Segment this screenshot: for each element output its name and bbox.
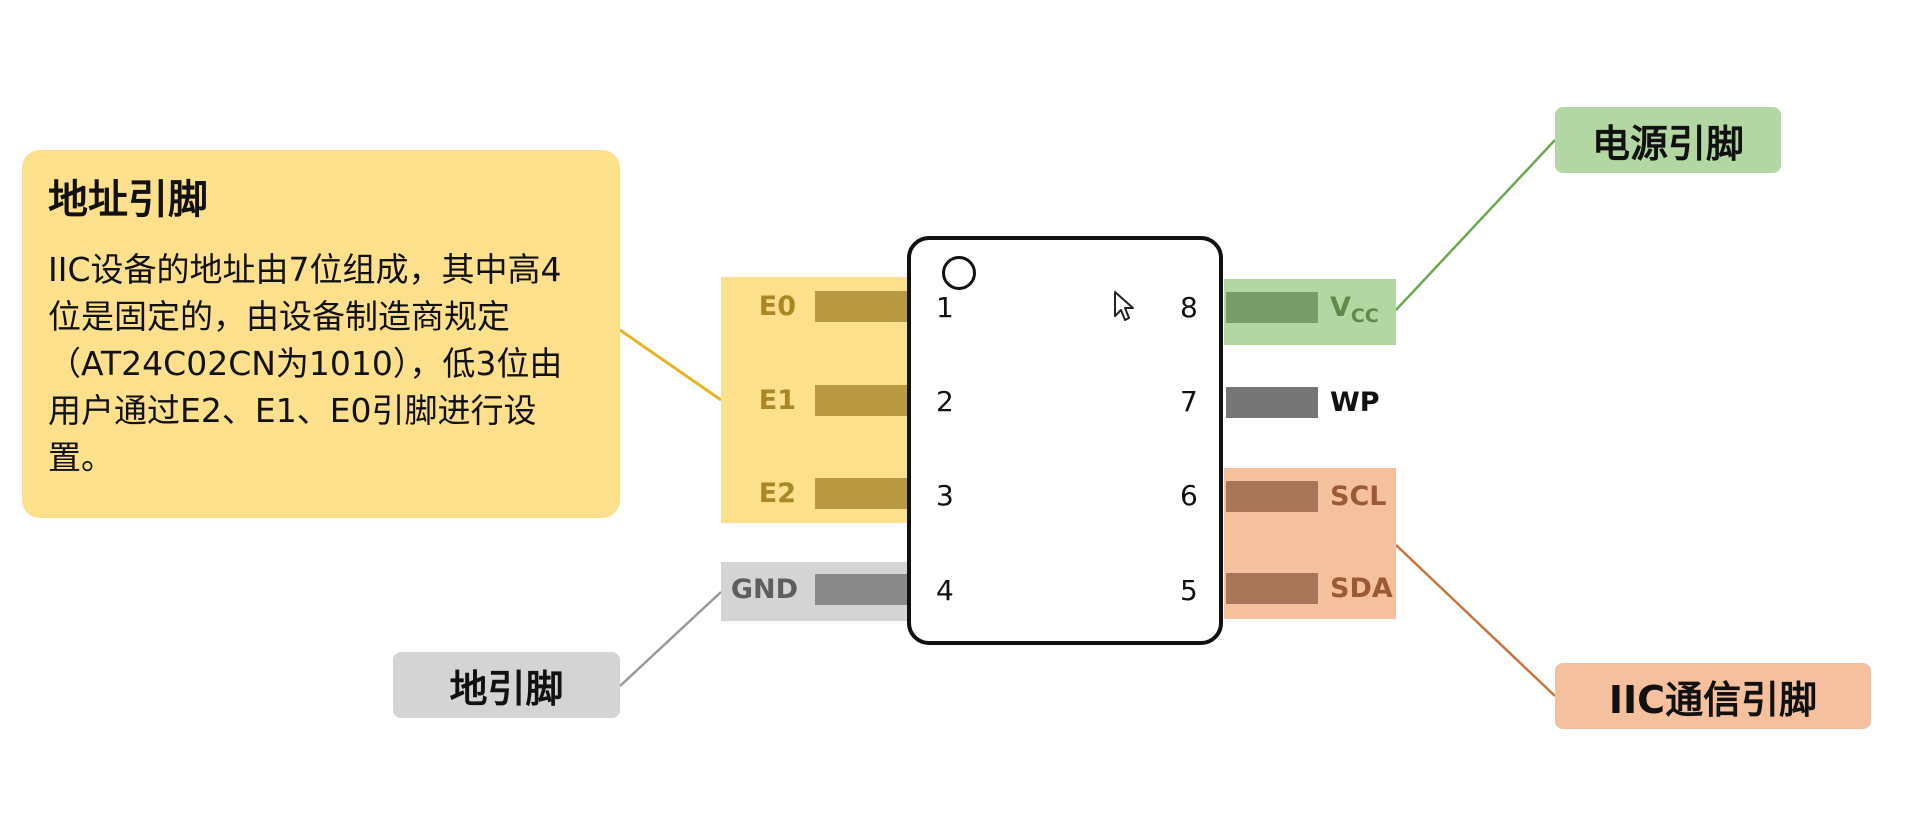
pin-label-e1: E1 [758,385,796,416]
pin1-notch-icon [942,256,976,290]
pin-gnd-lead [815,574,910,605]
address-callout-body: IIC设备的地址由7位组成，其中高4位是固定的，由设备制造商规定（AT24C02… [48,250,563,477]
pin-label-e0: E0 [758,291,796,322]
power-pin-tag: 电源引脚 [1555,107,1781,173]
pin-scl-lead [1226,481,1318,512]
pin-sda-lead [1226,573,1318,604]
power-connector [1395,139,1556,311]
pin-label-wp: WP [1330,387,1380,418]
pin-number-1: 1 [936,291,954,324]
address-callout: 地址引脚 IIC设备的地址由7位组成，其中高4位是固定的，由设备制造商规定（AT… [22,150,620,518]
pin-number-8: 8 [1180,291,1198,324]
pin-label-sda: SDA [1330,573,1393,604]
address-callout-title: 地址引脚 [48,177,208,223]
iic-connector [1395,544,1556,697]
pin-number-5: 5 [1180,574,1198,607]
pin-e2-lead [815,478,910,509]
pin-label-vcc: VCC [1330,292,1379,327]
pin-e1-lead [815,385,910,416]
pin-wp-lead [1226,387,1318,418]
pin-e0-lead [815,291,910,322]
iic-pin-tag: IIC通信引脚 [1555,663,1871,729]
pin-number-3: 3 [936,479,954,512]
pin-label-gnd: GND [730,574,798,605]
pin-number-4: 4 [936,574,954,607]
pin-number-6: 6 [1180,479,1198,512]
chip-body [907,236,1223,645]
pin-label-scl: SCL [1330,481,1387,512]
address-connector [619,328,722,402]
pin-vcc-lead [1226,292,1318,323]
ground-pin-tag: 地引脚 [393,652,620,718]
pin-label-e2: E2 [758,478,796,509]
ground-connector [619,591,722,687]
pin-number-2: 2 [936,385,954,418]
mouse-cursor-icon [1114,291,1134,321]
pin-number-7: 7 [1180,385,1198,418]
